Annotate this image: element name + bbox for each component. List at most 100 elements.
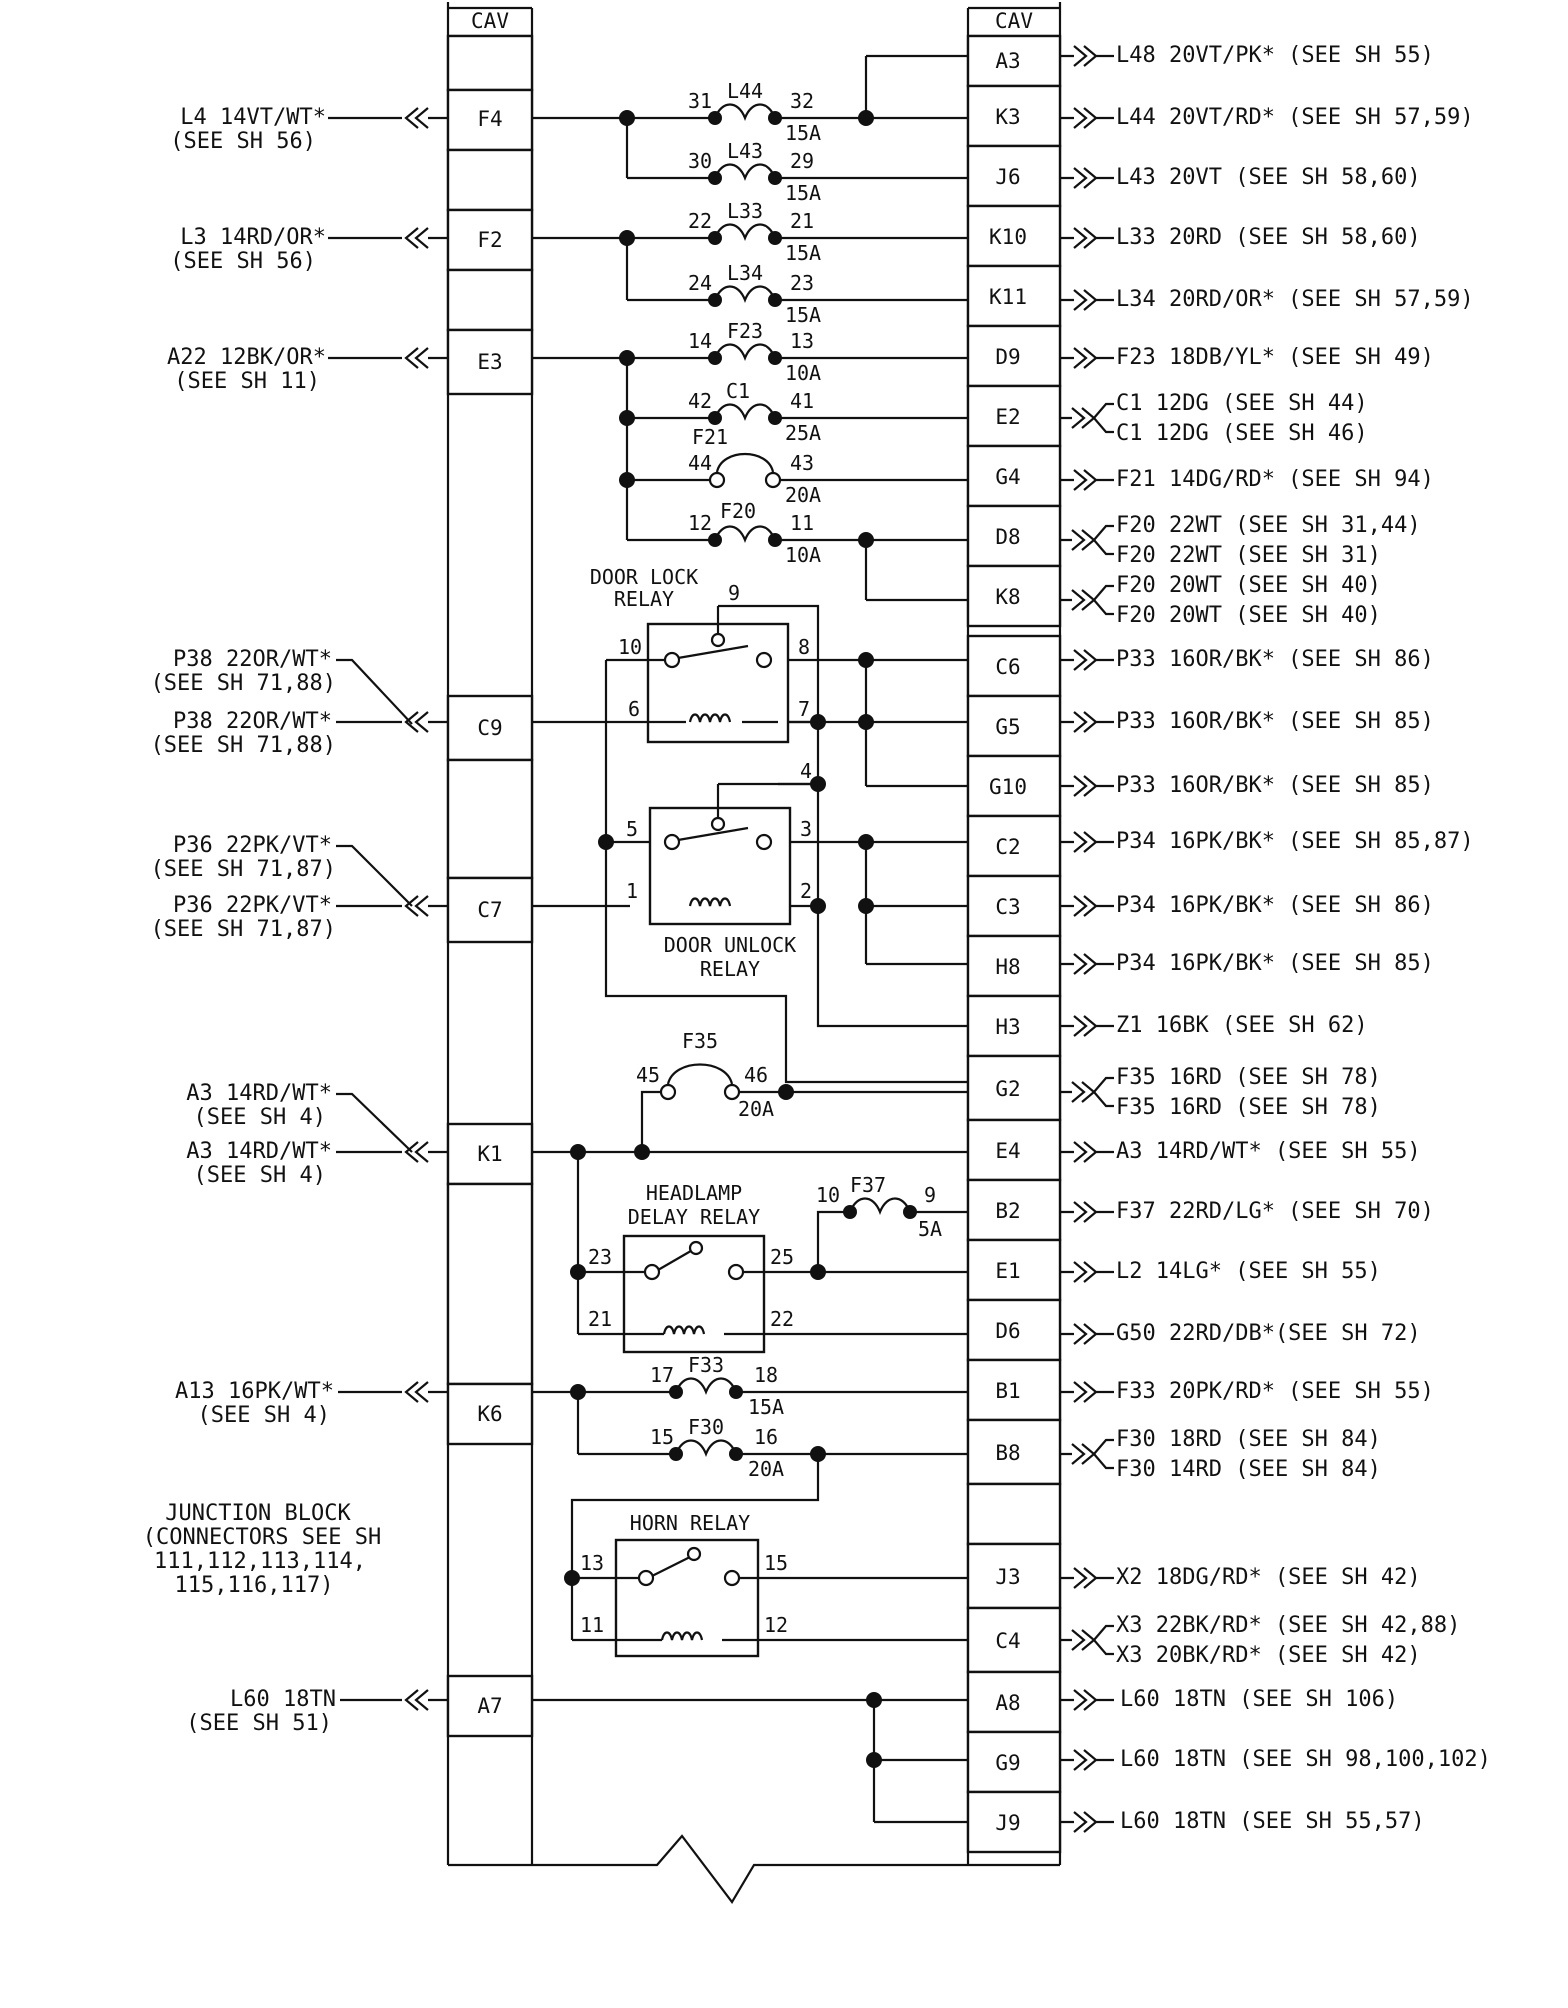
right-wire-c3: P34 16PK/BK* (SEE SH 86) [1060,893,1434,918]
splice-dot [619,230,635,246]
right-cav-id-g9: G9 [995,1751,1020,1775]
left-wire-ref-p36-a: (SEE SH 71,87) [151,857,336,882]
diagram-label: 15A [785,241,821,265]
diagram-label: F20 20WT (SEE SH 40) [1116,603,1381,628]
left-wire-ref-a13: (SEE SH 4) [198,1403,330,1428]
left-wire-ref-a3-b: (SEE SH 4) [194,1163,326,1188]
left-cav-slot-empty [446,1182,534,1386]
right-cav-id-g4: G4 [995,465,1020,489]
right-cav-slot [966,324,1062,388]
left-wire-label-p36-a: P36 22PK/VT* [173,833,332,858]
splice-dot [778,1084,794,1100]
diagram-label: 42 [688,389,712,413]
left-wire-ref-a3-a: (SEE SH 4) [194,1105,326,1130]
diagram-label: F35 16RD (SEE SH 78) [1116,1095,1381,1120]
left-wire-ref-l60: (SEE SH 51) [186,1711,332,1736]
left-wire-label-a3-a: A3 14RD/WT* [186,1081,332,1106]
right-external-wires: L48 20VT/PK* (SEE SH 55) L44 20VT/RD* (S… [1060,43,1491,1834]
right-cavity-column: A3 K3 J6 K10 K11 D9 E2 G4 D8 K8 C6 G5 G1… [966,34,1062,1854]
splice-dot [598,834,614,850]
diagram-label: 21 [588,1307,612,1331]
splice-dot [858,714,874,730]
diagram-label: 10 [816,1183,840,1207]
left-cav-id-k1: K1 [477,1142,502,1166]
right-cav-slot [966,144,1062,208]
door-unlock-relay-title: DOOR UNLOCK [664,933,796,957]
diagram-label: G50 22RD/DB*(SEE SH 72) [1116,1321,1421,1346]
right-cav-slot [966,934,1062,998]
splice-dot [866,1692,882,1708]
diagram-label: L60 18TN (SEE SH 98,100,102) [1120,1747,1491,1772]
left-wire-label-l4: L4 14VT/WT* [180,105,326,130]
left-wire-label-p38-b: P38 22OR/WT* [173,709,332,734]
right-wire-a3: L48 20VT/PK* (SEE SH 55) [1060,43,1434,68]
fuse-l33: L33 22 21 15A [688,199,821,265]
diagram-label: F33 20PK/RD* (SEE SH 55) [1116,1379,1434,1404]
diagram-label: 31 [688,89,712,113]
diagram-label: C1 12DG (SEE SH 46) [1116,421,1368,446]
diagram-label: 25 [770,1245,794,1269]
left-cav-slot [446,694,534,762]
fuse-f37: F37 10 9 5A [816,1173,942,1241]
diagram-label: F35 16RD (SEE SH 78) [1116,1065,1381,1090]
right-wire-h3: Z1 16BK (SEE SH 62) [1060,1013,1368,1038]
diagram-label: 21 [790,209,814,233]
left-cav-slot-empty [446,148,534,212]
fuse-f33: F33 17 18 15A [650,1353,784,1419]
diagram-label: 44 [688,451,712,475]
diagram-label: 23 [790,271,814,295]
junction-block-note-line-4: 115,116,117) [175,1573,334,1598]
diagram-label: F23 18DB/YL* (SEE SH 49) [1116,345,1434,370]
diagram-label: 46 [744,1063,768,1087]
door-lock-relay-title: RELAY [614,587,674,611]
right-wire-d6: G50 22RD/DB*(SEE SH 72) [1060,1321,1421,1346]
diagram-label: F30 14RD (SEE SH 84) [1116,1457,1381,1482]
junction-block-note-line-2: (CONNECTORS SEE SH [143,1525,381,1550]
right-cav-id-b8: B8 [995,1441,1020,1465]
diagram-label: F30 [688,1415,724,1439]
splice-dot [810,898,826,914]
left-cav-id-f2: F2 [477,228,502,252]
internal-wiring [532,54,968,1824]
right-cav-slot [966,1054,1062,1122]
right-cav-slot [966,634,1062,698]
diagram-label: L33 [727,199,763,223]
diagram-label: L2 14LG* (SEE SH 55) [1116,1259,1381,1284]
left-wire-label-p36-b: P36 22PK/VT* [173,893,332,918]
left-cav-id-c9: C9 [477,716,502,740]
headlamp-relay-title: DELAY RELAY [628,1205,760,1229]
door-unlock-relay-title: RELAY [700,957,760,981]
right-wire-c4: X3 22BK/RD* (SEE SH 42,88)X3 20BK/RD* (S… [1060,1613,1460,1668]
left-cavity-column: F4 F2 E3 C9 C7 K1 K6 A7 [446,34,534,1738]
left-wire-ref-l4: (SEE SH 56) [170,129,316,154]
right-cav-id-g2: G2 [995,1077,1020,1101]
diagram-label: F21 14DG/RD* (SEE SH 94) [1116,467,1434,492]
diagram-label: F37 [850,1173,886,1197]
diagram-label: 23 [588,1245,612,1269]
right-cav-id-k10: K10 [989,225,1027,249]
right-cav-id-h3: H3 [995,1015,1020,1039]
right-wire-b8: F30 18RD (SEE SH 84)F30 14RD (SEE SH 84) [1060,1427,1381,1482]
left-wire-label-l3: L3 14RD/OR* [180,225,326,250]
diagram-label: P34 16PK/BK* (SEE SH 86) [1116,893,1434,918]
right-wire-g10: P33 16OR/BK* (SEE SH 85) [1060,773,1434,798]
right-cav-id-a8: A8 [995,1691,1020,1715]
splice-dot [858,834,874,850]
right-wire-c6: P33 16OR/BK* (SEE SH 86) [1060,647,1434,672]
left-cav-slot [446,1382,534,1446]
left-wire-label-p38-a: P38 22OR/WT* [173,647,332,672]
horn-relay: HORN RELAY 13 15 11 12 [580,1511,788,1658]
diagram-label: P33 16OR/BK* (SEE SH 85) [1116,773,1434,798]
right-wire-g5: P33 16OR/BK* (SEE SH 85) [1060,709,1434,734]
left-wire-ref-l3: (SEE SH 56) [170,249,316,274]
diagram-label: F33 [688,1353,724,1377]
right-cav-slot [966,754,1062,818]
splice-dot [619,110,635,126]
right-cav-id-g5: G5 [995,715,1020,739]
diagram-label: P34 16PK/BK* (SEE SH 85) [1116,951,1434,976]
diagram-label: 41 [790,389,814,413]
left-wire-label-a3-b: A3 14RD/WT* [186,1139,332,1164]
diagram-label: 6 [628,697,640,721]
diagram-label: X3 20BK/RD* (SEE SH 42) [1116,1643,1421,1668]
